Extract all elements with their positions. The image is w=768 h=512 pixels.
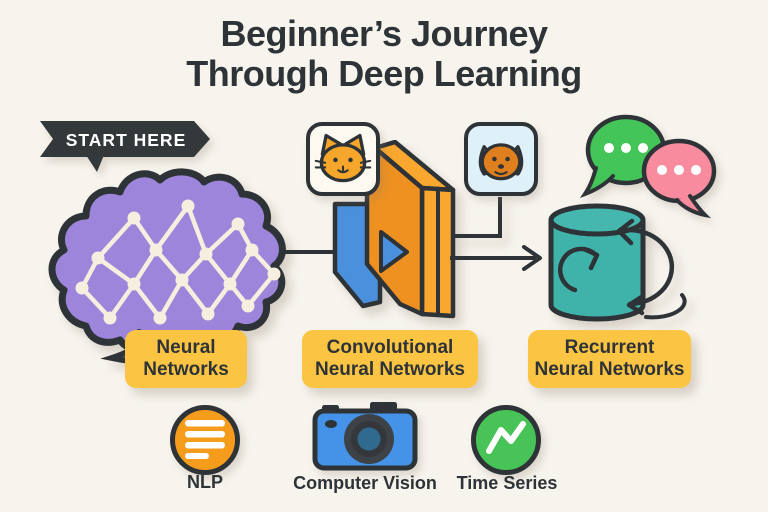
badge-nn-line2: Networks — [143, 359, 229, 380]
cat-image-box — [306, 122, 380, 196]
brain-mesh-edges — [79, 203, 277, 321]
recurrent-neural-networks-badge: Recurrent Neural Networks — [528, 330, 691, 388]
chat-bubble-pink — [641, 138, 717, 219]
start-here-tail — [86, 155, 104, 172]
dog-icon — [478, 143, 524, 181]
badge-rnn-line1: Recurrent — [564, 336, 655, 358]
chat-bubbles-icon — [580, 114, 717, 219]
cat-icon — [314, 133, 372, 183]
time-series-label: Time Series — [456, 473, 558, 493]
page-title: Beginner’s Journey Through Deep Learning — [0, 14, 768, 93]
arrow-cnn-to-rnn-icon — [450, 245, 542, 271]
text-lines-icon — [185, 420, 225, 459]
start-here-label: START HERE — [66, 130, 187, 150]
badge-cnn-line1: Convolutional — [326, 336, 454, 358]
neural-networks-badge: Neural Networks — [125, 330, 247, 388]
nlp-label: NLP — [187, 472, 223, 492]
rnn-cylinder-icon — [548, 203, 687, 322]
badge-cnn-line2: Neural Networks — [315, 359, 465, 380]
dog-image-box — [464, 122, 538, 196]
loop-arrows-icon — [558, 218, 687, 320]
convolutional-neural-networks-badge: Convolutional Neural Networks — [302, 330, 478, 388]
camera-icon — [312, 402, 418, 471]
start-here-ribbon — [40, 121, 210, 157]
cylinder-top — [548, 203, 646, 237]
badge-rnn-line2: Neural Networks — [534, 359, 685, 380]
badge-nn-line1: Neural — [156, 336, 216, 358]
start-here-banner: START HERE — [40, 121, 210, 172]
conv-blue-arrow — [379, 230, 409, 273]
nlp-circle — [170, 405, 240, 475]
time-series-circle — [471, 405, 541, 475]
title-line-2: Through Deep Learning — [186, 52, 582, 94]
brain-mesh-nodes — [75, 199, 281, 325]
line-chart-icon — [486, 421, 526, 454]
brain-icon — [48, 168, 286, 365]
title-line-1: Beginner’s Journey — [220, 13, 548, 54]
dog-connector-line — [453, 197, 502, 238]
computer-vision-label: Computer Vision — [293, 473, 437, 493]
